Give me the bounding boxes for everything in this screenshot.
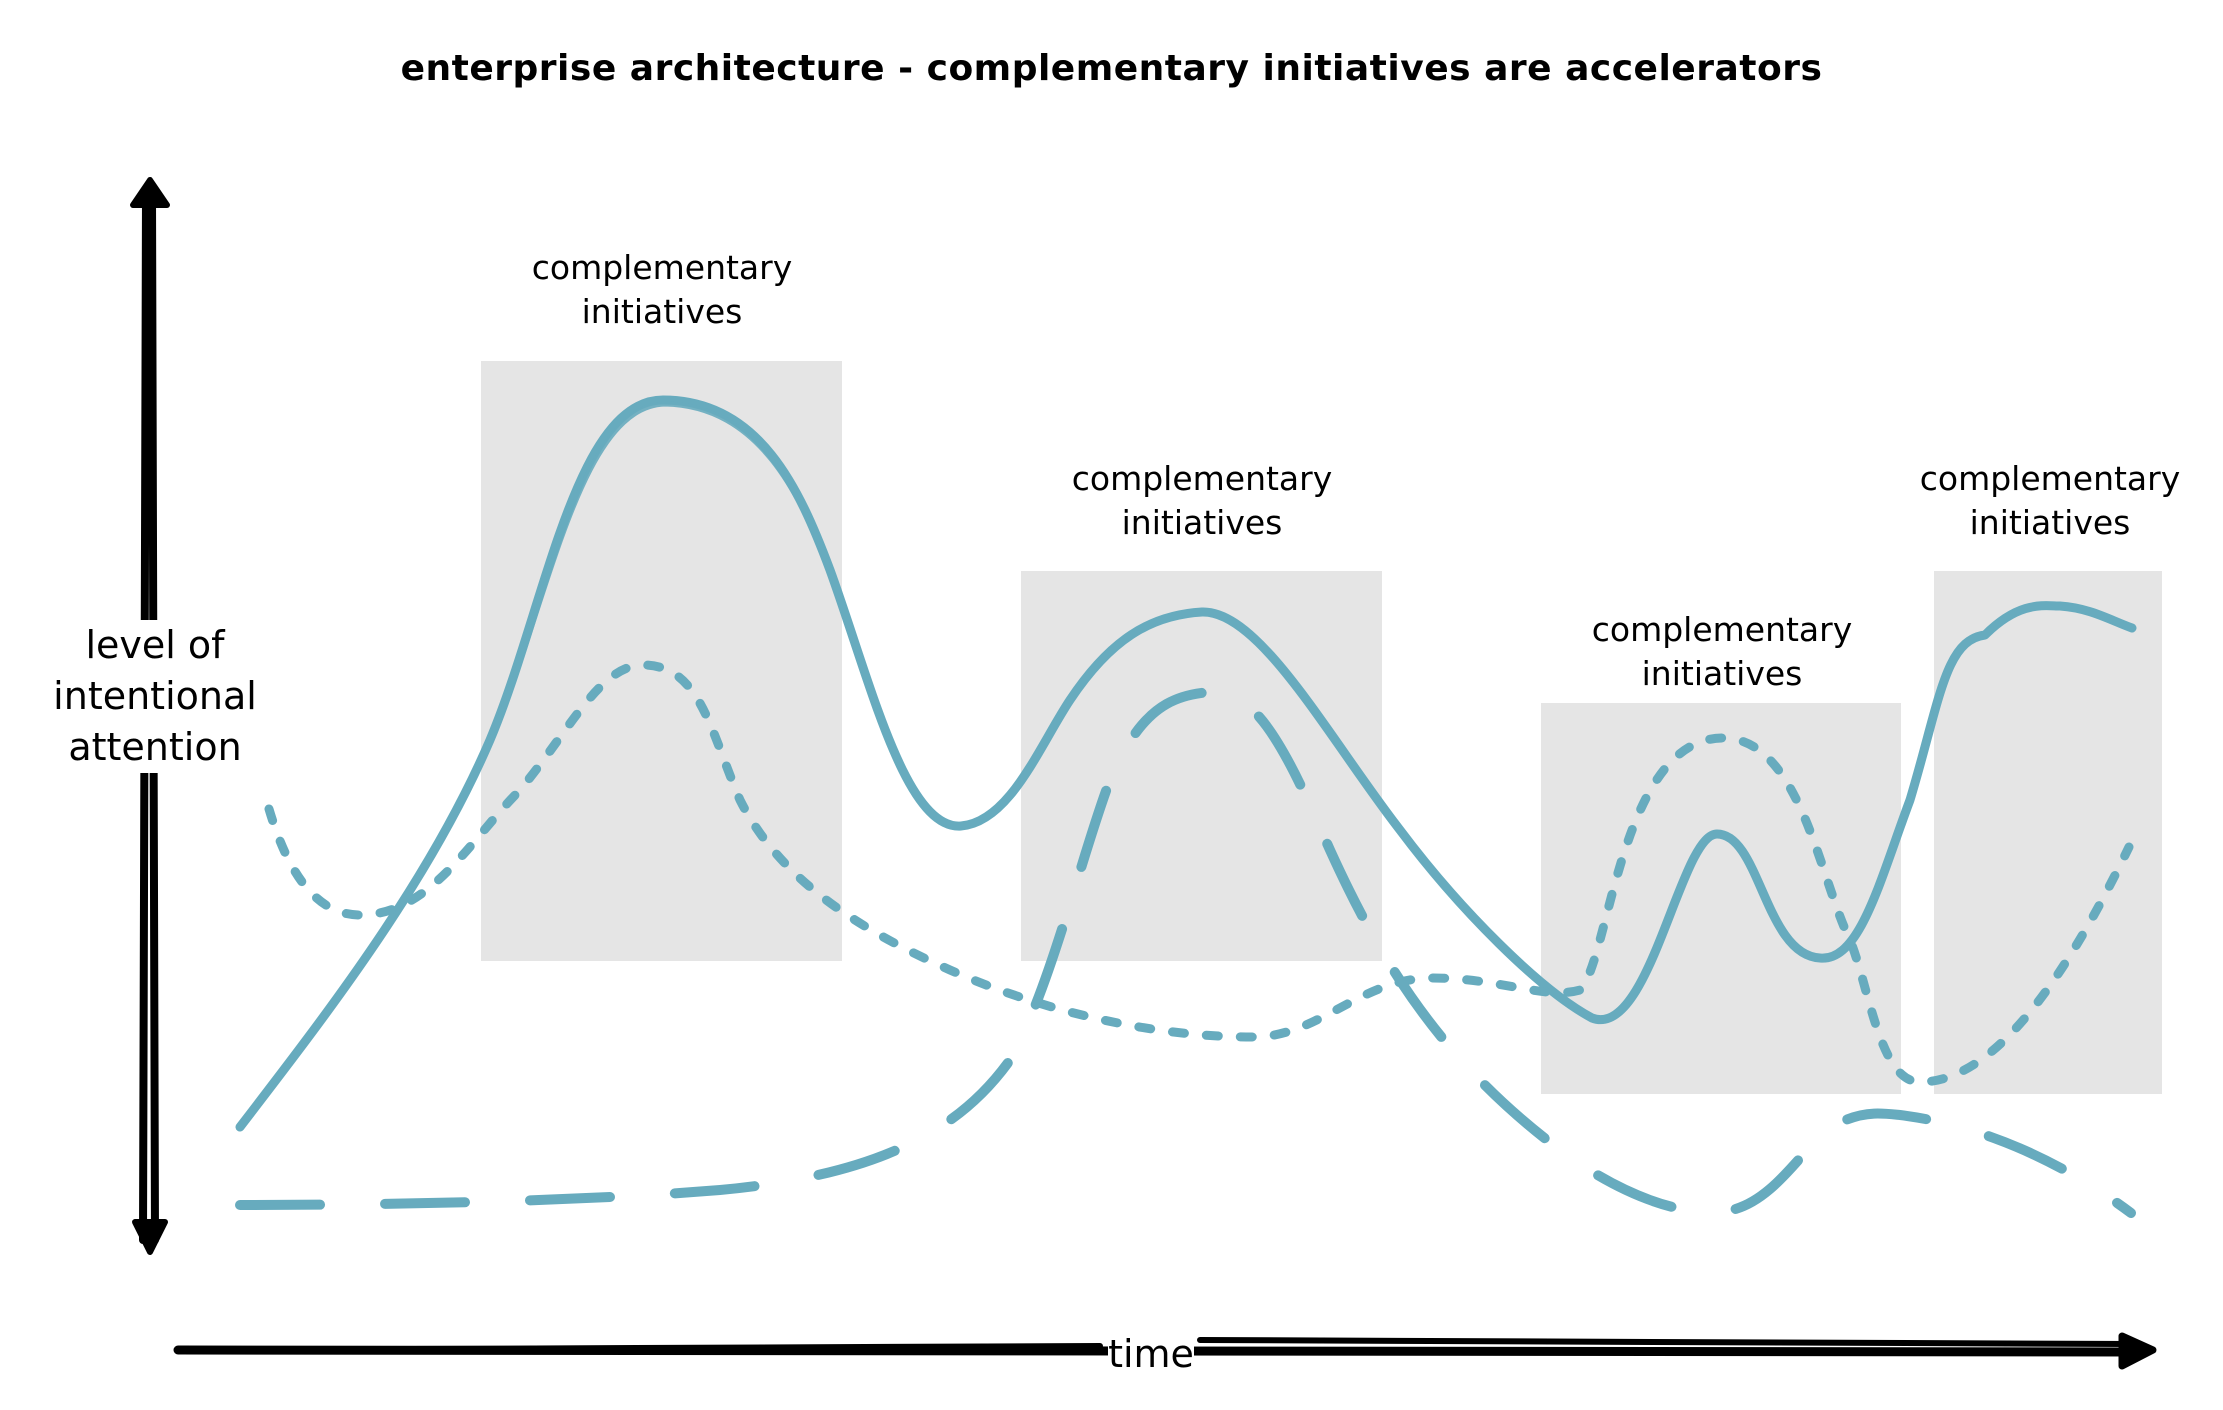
arrowhead-down-icon — [132, 1219, 168, 1255]
y-axis-label: level of intentional attention — [40, 620, 270, 773]
region-label-2: complementary initiatives — [1071, 457, 1333, 545]
region-label-line: initiatives — [1121, 503, 1283, 542]
region-box-2 — [1021, 571, 1382, 961]
dotted-curve — [264, 660, 2134, 1087]
arrowhead-up-icon — [130, 177, 170, 208]
region-label-line: complementary — [1071, 459, 1333, 498]
y-axis-label-line: level of — [85, 623, 225, 667]
region-label-line: complementary — [531, 248, 793, 287]
diagram-title: enterprise architecture - complementary … — [400, 48, 1823, 89]
region-label-3: complementary initiatives — [1591, 608, 1853, 696]
region-label-line: complementary — [1591, 610, 1853, 649]
arrowhead-right-icon — [2118, 1332, 2157, 1370]
region-label-line: initiatives — [581, 292, 743, 331]
region-label-4: complementary initiatives — [1919, 457, 2181, 545]
region-label-1: complementary initiatives — [531, 246, 793, 334]
dashed-curve — [235, 686, 2136, 1218]
region-label-line: initiatives — [1969, 503, 2131, 542]
region-label-line: complementary — [1919, 459, 2181, 498]
region-box-4 — [1934, 571, 2162, 1094]
y-axis-label-line: attention — [68, 725, 242, 769]
y-axis-label-line: intentional — [53, 674, 257, 718]
region-label-line: initiatives — [1641, 654, 1803, 693]
x-axis-label: time — [1108, 1332, 1194, 1376]
region-box-3 — [1541, 703, 1901, 1094]
solid-curve — [235, 395, 2137, 1132]
region-box-1 — [481, 361, 842, 961]
